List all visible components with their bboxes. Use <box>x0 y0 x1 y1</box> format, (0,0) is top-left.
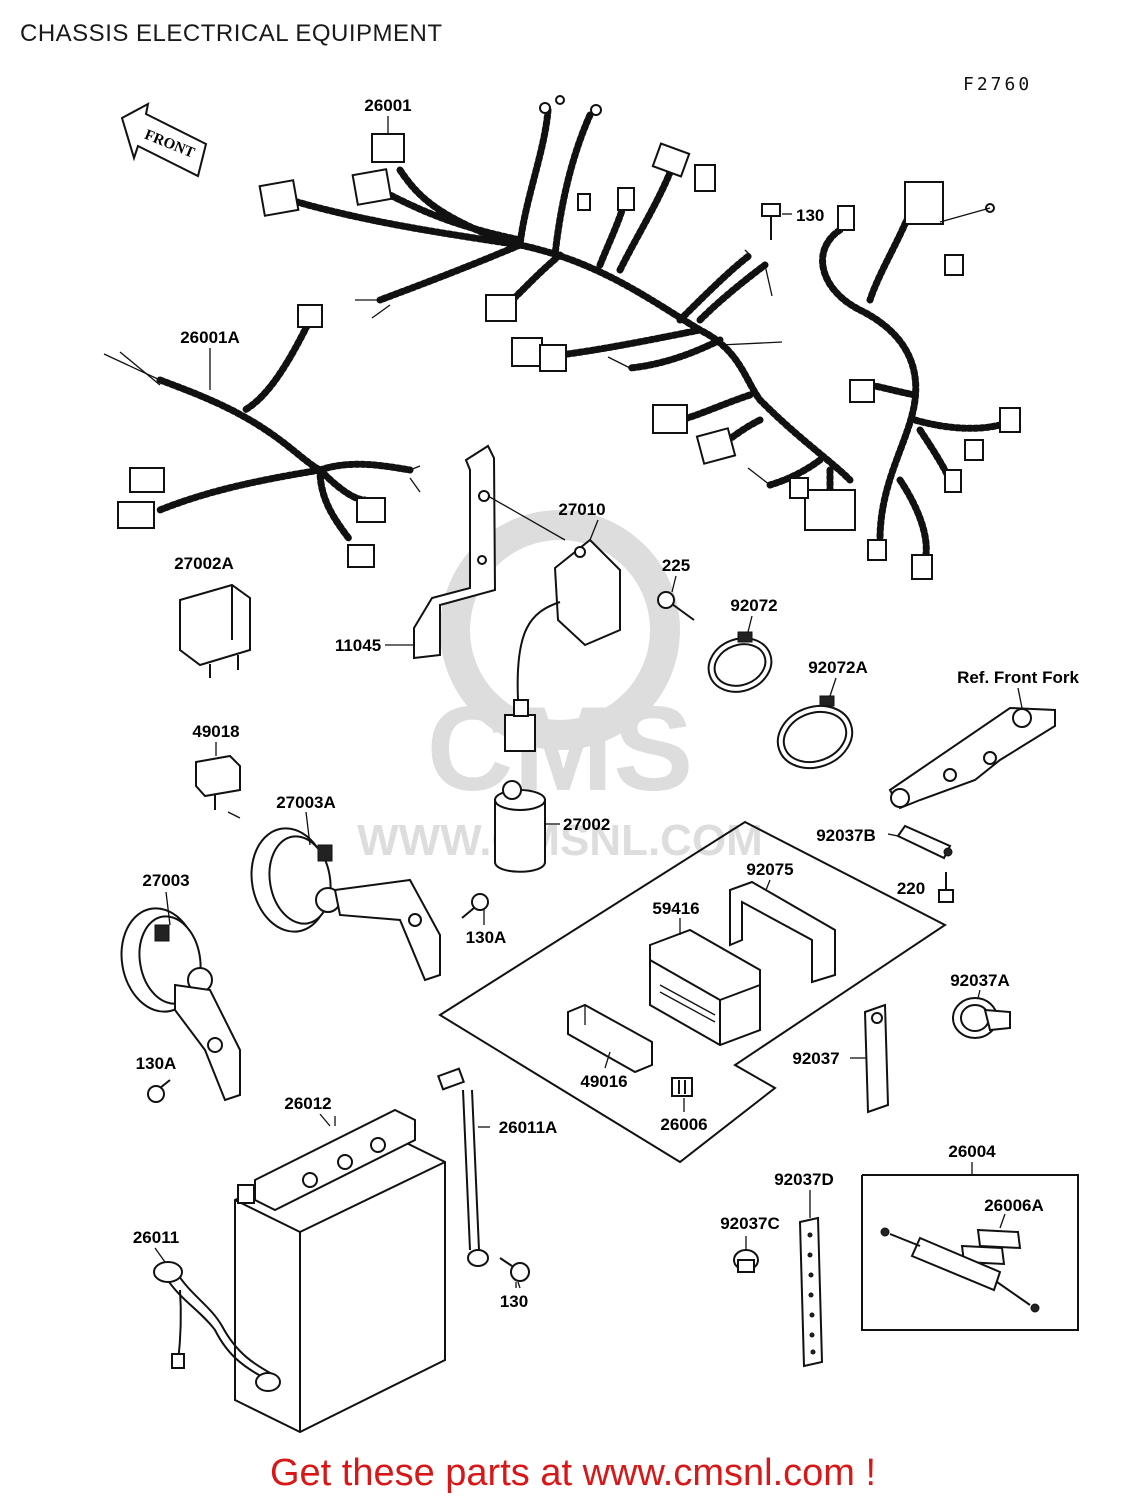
band-92072 <box>707 631 773 693</box>
label-11045: 11045 <box>334 636 382 655</box>
fuses-26006A <box>960 1213 1022 1266</box>
part-92037B <box>887 824 953 860</box>
label-27010: 27010 <box>558 500 606 519</box>
label-130-bottom: 130 <box>499 1292 529 1311</box>
front-arrow-shape <box>120 102 208 178</box>
screw-220 <box>938 872 954 903</box>
relay-27002A <box>179 583 251 678</box>
horn-27003 <box>120 907 241 1102</box>
page-title: CHASSIS ELECTRICAL EQUIPMENT <box>20 20 443 47</box>
label-26004: 26004 <box>948 1142 996 1161</box>
label-27003: 27003 <box>142 871 190 890</box>
part-92075 <box>729 880 836 984</box>
label-26001: 26001 <box>364 96 412 115</box>
part-92037D <box>798 1190 824 1368</box>
fuse-set-26004 <box>861 1162 1079 1331</box>
regulator-59416 <box>649 928 761 1047</box>
bolt-130A-left <box>147 1079 171 1103</box>
label-26001A: 26001A <box>180 328 240 347</box>
bolt-130-bottom <box>499 1257 530 1288</box>
band-92072A <box>776 695 854 770</box>
part-92037A <box>952 997 1011 1039</box>
label-130A-mid: 130A <box>465 928 507 947</box>
bolt-130A-mid <box>461 893 489 925</box>
label-ref-front-fork: Ref. Front Fork <box>957 668 1079 687</box>
label-130A-left: 130A <box>135 1054 177 1073</box>
label-26006: 26006 <box>660 1115 708 1134</box>
label-225: 225 <box>661 556 691 575</box>
label-220: 220 <box>896 879 926 898</box>
label-27003A: 27003A <box>276 793 336 812</box>
cable-26011 <box>153 1261 281 1392</box>
label-27002A: 27002A <box>174 554 234 573</box>
battery-26012 <box>234 1108 446 1434</box>
label-26006A: 26006A <box>984 1196 1044 1215</box>
bolt-225 <box>657 591 695 621</box>
label-49018: 49018 <box>192 722 240 741</box>
label-27002: 27002 <box>563 815 611 834</box>
bolt-130-top <box>761 203 792 240</box>
label-59416: 59416 <box>652 899 700 918</box>
fuse-holder <box>880 1227 1040 1313</box>
part-26006 <box>671 1077 693 1097</box>
label-26012: 26012 <box>284 1094 332 1113</box>
watermark-cms-text: CMS <box>427 682 694 816</box>
condenser-27002 <box>494 780 560 873</box>
label-92037B: 92037B <box>816 826 876 845</box>
horn-27003A <box>250 827 441 982</box>
label-26011: 26011 <box>132 1228 180 1247</box>
front-fork-bracket <box>888 706 1056 810</box>
part-49018 <box>195 754 241 819</box>
part-92037C <box>733 1249 759 1273</box>
part-49016 <box>567 1003 653 1074</box>
label-92037C: 92037C <box>720 1214 780 1233</box>
label-92037D: 92037D <box>774 1170 834 1189</box>
label-26011A: 26011A <box>498 1118 558 1137</box>
main-wiring-harness <box>258 95 1021 580</box>
footer-link-text[interactable]: Get these parts at www.cmsnl.com ! <box>269 1452 877 1494</box>
cable-26011A <box>436 1067 490 1267</box>
label-130-top: 130 <box>796 206 825 225</box>
label-92072A: 92072A <box>808 658 868 677</box>
label-92075: 92075 <box>746 860 794 879</box>
label-92072: 92072 <box>730 596 778 615</box>
label-49016: 49016 <box>580 1072 628 1091</box>
sub-harness-26001A <box>103 304 421 568</box>
label-92037: 92037 <box>792 1049 840 1068</box>
leader-lines <box>154 116 1023 1289</box>
diagram-code: F2760 <box>963 74 1033 95</box>
battery-tray-outline <box>438 820 947 1164</box>
front-arrow: FRONT <box>120 102 208 178</box>
label-92037A: 92037A <box>950 971 1010 990</box>
unit-27010 <box>504 538 621 752</box>
bracket-11045 <box>413 444 566 660</box>
strap-92037 <box>850 1003 890 1114</box>
